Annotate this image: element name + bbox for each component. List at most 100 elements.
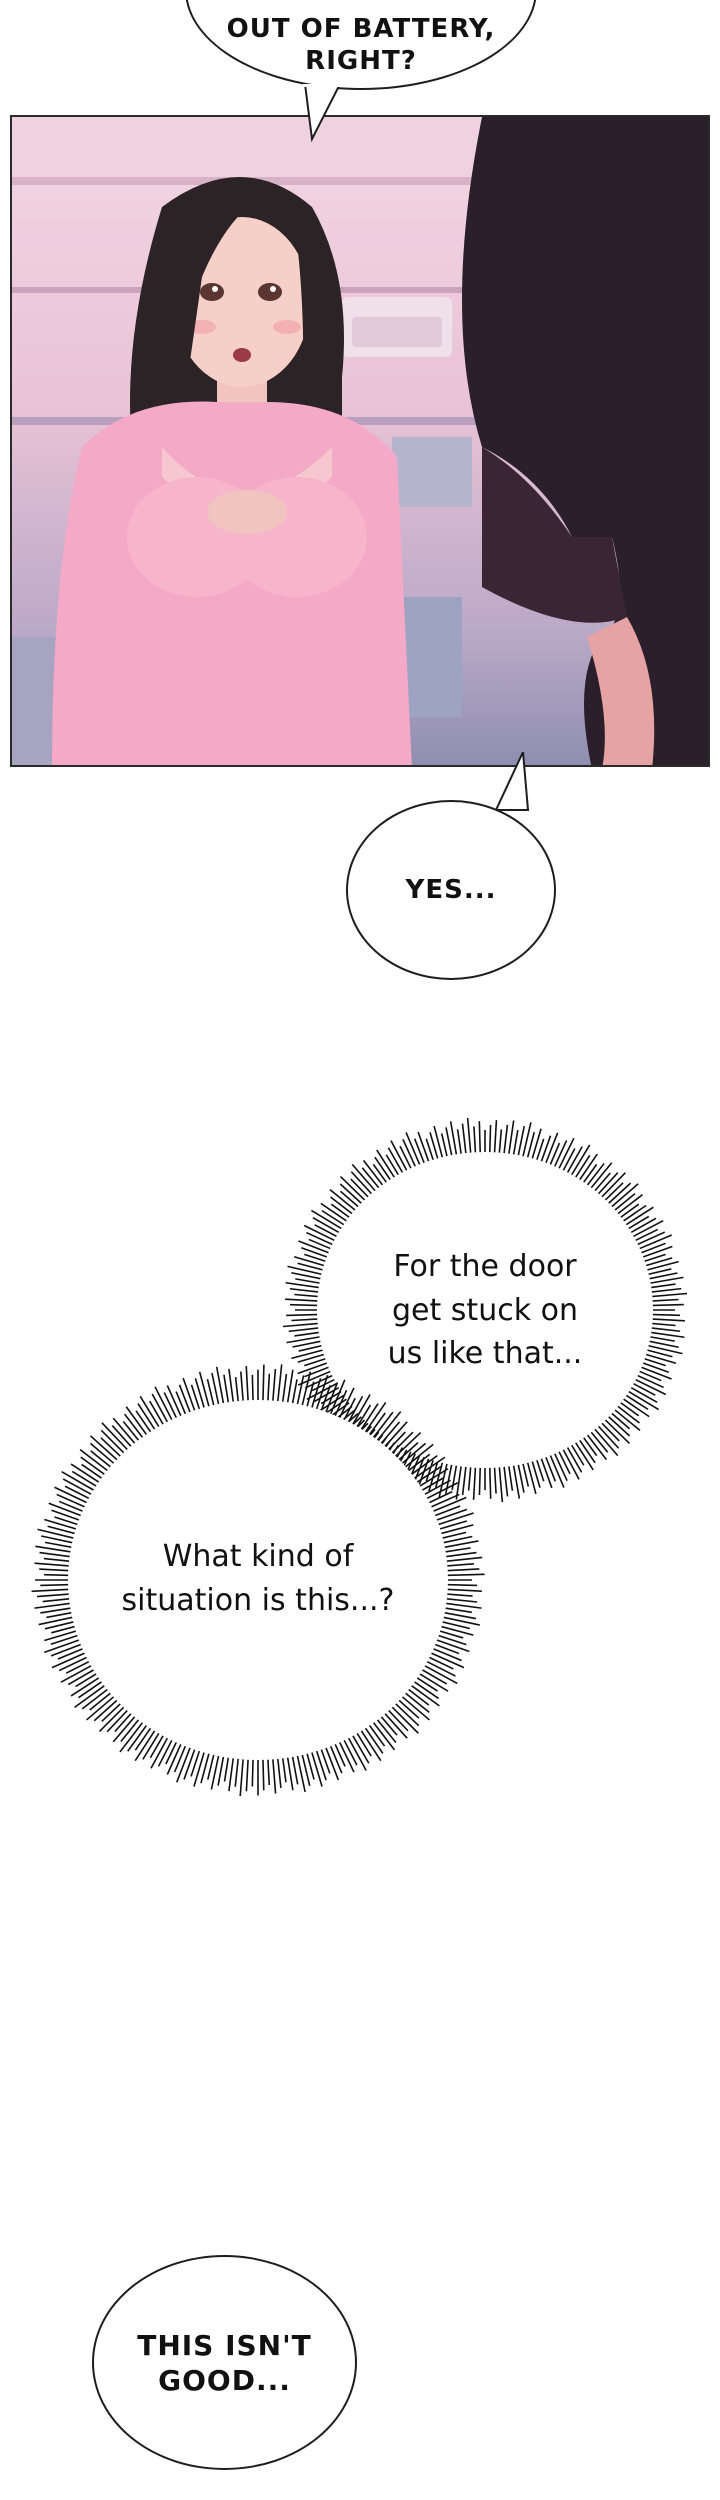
thought-spike xyxy=(381,1710,408,1739)
thought-spike xyxy=(288,1326,323,1333)
thought-spike xyxy=(295,1375,305,1409)
thought-spike xyxy=(350,1394,371,1428)
thought-spike xyxy=(437,1624,474,1636)
thought-spike xyxy=(350,1732,370,1764)
thought-spike xyxy=(54,1516,82,1527)
thought-spike xyxy=(466,1117,472,1157)
thought-spike xyxy=(644,1344,683,1355)
thought-spike xyxy=(112,1417,138,1447)
thought-spike xyxy=(534,1138,545,1164)
thought-spike xyxy=(70,1463,103,1485)
thought-spike xyxy=(43,1557,74,1563)
thought-spike xyxy=(560,1445,580,1480)
thought-spike xyxy=(60,1663,95,1683)
thought-spike xyxy=(54,1486,91,1505)
thought-spike xyxy=(210,1751,221,1790)
thought-spike xyxy=(341,1736,358,1766)
thought-spike xyxy=(341,1397,356,1424)
thought-spike xyxy=(154,1386,175,1424)
thought-spike xyxy=(251,1374,254,1405)
thought-spike xyxy=(502,1124,509,1158)
thought-spike xyxy=(625,1388,660,1411)
thought-spike xyxy=(358,1403,379,1433)
thought-spike xyxy=(67,1667,98,1686)
thought-spike xyxy=(410,1456,446,1481)
thought-spike xyxy=(423,1659,456,1677)
thought-spike xyxy=(328,1742,343,1774)
thought-spike xyxy=(245,1366,250,1405)
thought-spike xyxy=(442,1551,477,1558)
thought-text-first: For the door get stuck on us like that..… xyxy=(387,1249,583,1371)
thought-spike xyxy=(370,1719,396,1751)
thought-spike xyxy=(44,1541,76,1549)
thought-spike xyxy=(643,1348,673,1358)
thought-spike xyxy=(308,1238,335,1251)
thought-spike xyxy=(516,1125,526,1160)
thought-spike xyxy=(58,1655,91,1672)
thought-spike xyxy=(294,1293,322,1298)
thought-spike xyxy=(569,1441,585,1466)
thought-spike xyxy=(351,1163,379,1195)
thought-spike xyxy=(291,1379,298,1408)
thought-spike xyxy=(38,1615,77,1626)
thought-spike xyxy=(51,1624,79,1634)
thought-spike xyxy=(388,1703,419,1734)
thought-spike xyxy=(112,1713,138,1743)
thought-spike xyxy=(135,1410,154,1436)
thought-spike xyxy=(346,1395,364,1426)
thought-spike xyxy=(100,1429,128,1457)
thought-spike xyxy=(223,1374,230,1407)
thought-spike xyxy=(645,1339,679,1349)
thought-spike xyxy=(245,1755,250,1792)
thought-spike xyxy=(431,1505,461,1518)
thought-spike xyxy=(291,1271,325,1281)
thought-spike xyxy=(134,1724,154,1751)
thought-spike xyxy=(433,1637,470,1653)
thought-spike xyxy=(291,1348,327,1360)
thought-spike xyxy=(591,1172,611,1195)
thought-spike xyxy=(295,1751,306,1793)
speech-tail-yes xyxy=(494,752,530,811)
thought-spike xyxy=(165,1738,179,1765)
thought-spike xyxy=(539,1135,552,1166)
thought-spike xyxy=(321,1209,348,1228)
thought-spike xyxy=(595,1172,619,1198)
thought-spike xyxy=(100,1437,124,1460)
thought-spike xyxy=(543,1132,559,1167)
thought-spike xyxy=(81,1686,111,1710)
thought-spike xyxy=(456,1129,463,1158)
thought-spike xyxy=(534,1456,545,1482)
thought-spike xyxy=(640,1253,666,1264)
thought-spike xyxy=(530,1457,541,1488)
thought-spike xyxy=(47,1525,79,1536)
speech-tail-top xyxy=(303,84,343,143)
thought-spike xyxy=(323,1396,351,1416)
thought-spike xyxy=(330,1203,353,1221)
speech-bubble-yes: YES... xyxy=(346,800,556,980)
thought-spike xyxy=(304,1356,330,1367)
thought-spike xyxy=(298,1344,326,1352)
thought-spike xyxy=(178,1384,193,1416)
speech-bubble-top: OUT OF BATTERY, RIGHT? xyxy=(185,0,537,90)
thought-spike xyxy=(332,1389,348,1420)
thought-spike xyxy=(646,1335,675,1342)
thought-spike xyxy=(455,1462,463,1500)
thought-spike xyxy=(305,1749,315,1780)
thought-spike xyxy=(354,1404,372,1431)
thought-spike xyxy=(635,1369,662,1382)
thought-spike xyxy=(408,1454,438,1478)
thought-spike xyxy=(627,1217,657,1235)
thought-spike xyxy=(572,1154,591,1181)
thought-spike xyxy=(648,1313,681,1317)
thought-spike xyxy=(440,1540,479,1549)
thought-spike xyxy=(644,1268,672,1276)
thought-spike xyxy=(560,1148,576,1175)
thought-spike xyxy=(588,1428,609,1453)
thought-spike xyxy=(80,1456,108,1478)
thought-spike xyxy=(431,1642,460,1655)
thought-spike xyxy=(89,1435,121,1463)
thought-spike xyxy=(190,1747,202,1777)
thought-spike xyxy=(223,1753,230,1782)
thought-spike xyxy=(276,1364,283,1406)
thought-spike xyxy=(39,1551,74,1558)
